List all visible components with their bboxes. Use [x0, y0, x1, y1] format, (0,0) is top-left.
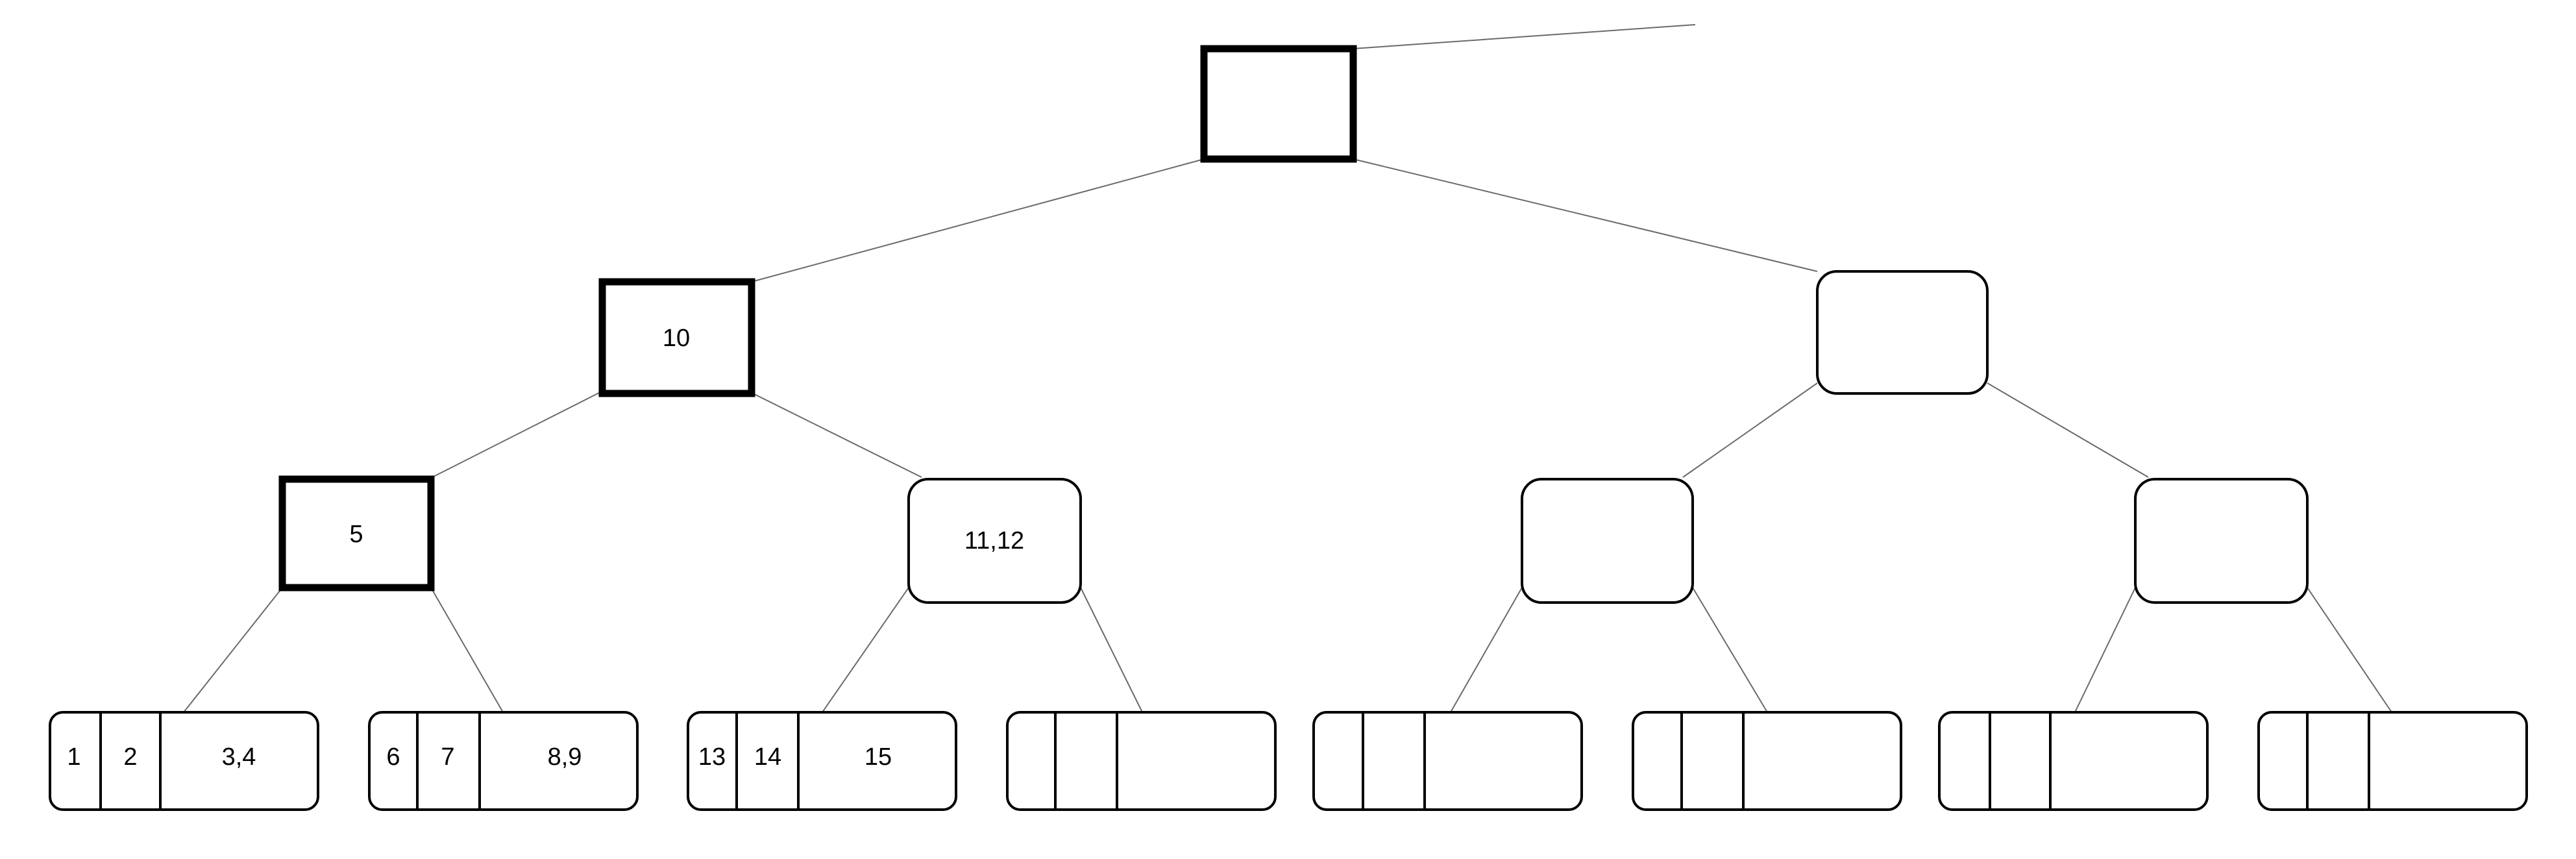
edge-l2-b-to-leaf-3 — [822, 587, 909, 713]
l2-d-node — [2134, 478, 2309, 604]
l2-b-node: 11,12 — [907, 478, 1082, 604]
edge-l1-right-to-l2-c — [1682, 382, 1818, 478]
leaf-node — [1632, 711, 1902, 811]
leaf-node — [2257, 711, 2528, 811]
l2-c-node — [1521, 478, 1694, 604]
edge-l1-left-to-l2-a — [432, 392, 600, 478]
leaf-node — [1938, 711, 2209, 811]
root-node — [1200, 45, 1357, 163]
leaf-cell: 7 — [441, 743, 454, 771]
leaf-node: 6 7 8,9 — [368, 711, 639, 811]
l2-b-node-label: 11,12 — [964, 527, 1024, 554]
leaf-node — [1312, 711, 1583, 811]
leaf-cell: 14 — [754, 743, 781, 771]
leaf-node: 13 14 15 — [687, 711, 957, 811]
l2-a-node-label: 5 — [349, 521, 363, 548]
leaf-cell: 13 — [698, 743, 726, 771]
edge-l2-a-to-leaf-2 — [430, 587, 504, 713]
edge-l2-b-to-leaf-4 — [1080, 587, 1143, 713]
edge-root-to-l1-left — [751, 158, 1205, 282]
edge-l2-d-to-leaf-8 — [2307, 587, 2392, 713]
edge-l2-c-to-leaf-5 — [1450, 587, 1523, 713]
edge-l1-right-to-l2-d — [1987, 382, 2149, 478]
l2-a-node: 5 — [278, 475, 435, 591]
leaf-cell: 3,4 — [222, 743, 256, 771]
l1-right-node — [1816, 270, 1989, 395]
leaf-cell: 1 — [67, 743, 80, 771]
edge-l2-a-to-leaf-1 — [183, 587, 283, 713]
leaf-cell: 15 — [865, 743, 892, 771]
edge-l1-left-to-l2-b — [751, 392, 922, 478]
tree-edges — [183, 24, 2392, 713]
l1-left-node-label: 10 — [663, 325, 690, 352]
edge-l2-c-to-leaf-6 — [1692, 587, 1768, 713]
edge-root-to-l1-right — [1353, 158, 1818, 272]
leaf-node: 1 2 3,4 — [49, 711, 319, 811]
edge-l2-d-to-leaf-7 — [2074, 587, 2136, 713]
leaf-cell: 6 — [386, 743, 400, 771]
l1-left-node: 10 — [598, 278, 755, 397]
leaf-node — [1006, 711, 1277, 811]
leaf-cell: 2 — [123, 743, 137, 771]
edge-root-parent — [1353, 24, 1696, 49]
leaf-cell: 8,9 — [548, 743, 582, 771]
